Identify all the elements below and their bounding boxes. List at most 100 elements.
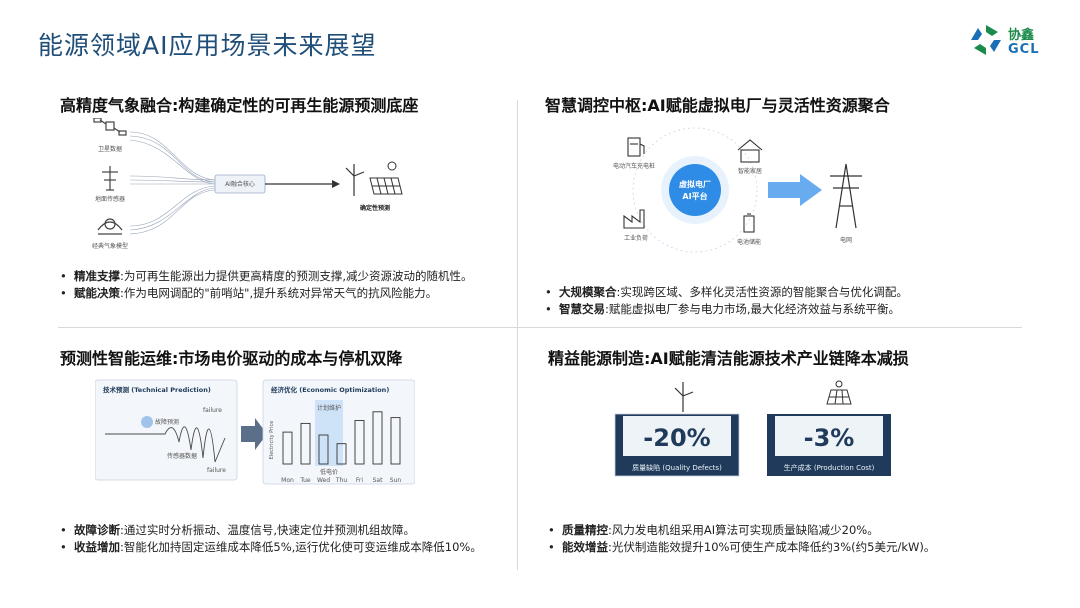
econ-panel-title: 经济优化 (Economic Optimization)	[271, 385, 389, 394]
bullet-term: 精准支撑	[74, 269, 120, 283]
vpp-hub	[669, 164, 721, 216]
price-bar	[336, 443, 347, 465]
price-bar	[300, 422, 311, 465]
econ-bars	[282, 411, 401, 465]
econ-y-label: Electricity Price	[269, 421, 275, 460]
bullet-text: :作为电网调配的"前哨站",提升系统对异常天气的抗风险能力。	[120, 286, 438, 300]
day-label: Sun	[390, 477, 402, 484]
logo-zh-text: 协鑫	[1008, 28, 1035, 43]
brain-icon	[141, 416, 153, 428]
q2-title: 智慧调控中枢:AI赋能虚拟电厂与灵活性资源聚合	[545, 96, 890, 115]
vertical-divider	[517, 100, 518, 570]
tech-panel-title: 技术预测 (Technical Prediction)	[103, 385, 211, 394]
q2-bullets: •大规模聚合:实现跨区域、多样化灵活性资源的智能聚合与优化调配。 •智慧交易:赋…	[545, 284, 1015, 318]
q1-source-satellite: 卫星数据	[98, 145, 122, 153]
ev-charger-icon	[627, 137, 645, 157]
bullet-text: :通过实时分析振动、温度信号,快速定位并预测机组故障。	[120, 523, 416, 537]
bullet-text: :为可再生能源出力提供更高精度的预测支撑,减少资源波动的随机性。	[120, 269, 473, 283]
quality-value: -20%	[643, 424, 710, 452]
q3-title: 预测性智能运维:市场电价驱动的成本与停机双降	[60, 349, 403, 368]
tech-label-sensor: 传感器数据	[167, 452, 197, 460]
bullet-text: :风力发电机组采用AI算法可实现质量缺陷减少20%。	[608, 523, 879, 537]
price-bar	[354, 420, 365, 465]
wind-turbine-icon	[345, 164, 365, 196]
q1-source-model: 经典气象模型	[92, 242, 128, 250]
arrow-right-icon	[241, 418, 267, 450]
q4-cards: -20% 质量缺陷 (Quality Defects) -3% 生产成本 (Pr…	[614, 380, 891, 477]
solar-panel-icon	[369, 161, 403, 195]
day-label: Thu	[335, 477, 347, 484]
maintenance-window	[315, 400, 343, 466]
q4-title: 精益能源制造:AI赋能清洁能源技术产业链降本减损	[548, 349, 909, 368]
factory-icon	[623, 209, 645, 229]
q2-diagram: 虚拟电厂 AI平台 电动汽车充电桩 智能家居 工业负荷 电池储能 电网	[613, 127, 862, 253]
bullet-term: 赋能决策	[74, 286, 120, 300]
weather-model-icon	[97, 218, 123, 235]
cost-caption: 生产成本 (Production Cost)	[784, 463, 875, 472]
smart-home-icon	[737, 139, 763, 163]
bullet-text: :赋能虚拟电厂参与电力市场,最大化经济效益与系统平衡。	[605, 302, 901, 316]
list-item: •收益增加:智能化加持固定运维成本降低5%,运行优化使可变运维成本降低10%。	[60, 540, 482, 554]
horizontal-divider	[58, 327, 1022, 328]
q1-diagram: 卫星数据 地面传感器 经典气象模型 AI融合核心 确定性预测	[92, 118, 403, 250]
page-title: 能源领域AI应用场景未来展望	[38, 31, 377, 60]
bullet-term: 能效增益	[562, 540, 608, 554]
bullet-term: 质量精控	[562, 523, 608, 537]
weather-tower-icon	[102, 166, 118, 191]
wind-turbine-icon	[674, 382, 694, 412]
list-item: •质量精控:风力发电机组采用AI算法可实现质量缺陷减少20%。	[548, 523, 879, 537]
day-label: Mon	[281, 477, 294, 484]
bullet-term: 收益增加	[74, 540, 120, 554]
logo-en-text: GCL	[1008, 42, 1040, 57]
quality-caption: 质量缺陷 (Quality Defects)	[632, 463, 722, 472]
list-item: •智慧交易:赋能虚拟电厂参与电力市场,最大化经济效益与系统平衡。	[545, 302, 901, 316]
q4-bullets: •质量精控:风力发电机组采用AI算法可实现质量缺陷减少20%。 •能效增益:光伏…	[548, 522, 1018, 556]
day-label: Tue	[299, 477, 311, 484]
day-label: Sat	[373, 477, 383, 484]
econ-days: Mon Tue Wed Thu Fri Sat Sun	[281, 477, 401, 484]
bullet-term: 大规模聚合	[559, 285, 617, 299]
tech-label-failure-top: failure	[203, 407, 222, 414]
price-bar	[372, 411, 383, 465]
node-home: 智能家居	[738, 167, 762, 175]
hub-line1: 虚拟电厂	[679, 179, 711, 189]
gcl-logo-icon	[971, 25, 1001, 55]
node-ev: 电动汽车充电桩	[613, 162, 655, 170]
price-bar	[318, 434, 329, 465]
list-item: •大规模聚合:实现跨区域、多样化灵活性资源的智能聚合与优化调配。	[545, 285, 908, 299]
price-bar	[282, 431, 293, 465]
bullet-text: :智能化加持固定运维成本降低5%,运行优化使可变运维成本降低10%。	[120, 540, 482, 554]
bullet-term: 故障诊断	[74, 523, 120, 537]
q1-bullets: •精准支撑:为可再生能源出力提供更高精度的预测支撑,减少资源波动的随机性。 •赋…	[60, 268, 510, 302]
list-item: •赋能决策:作为电网调配的"前哨站",提升系统对异常天气的抗风险能力。	[60, 286, 438, 300]
bullet-term: 智慧交易	[559, 302, 605, 316]
list-item: •精准支撑:为可再生能源出力提供更高精度的预测支撑,减少资源波动的随机性。	[60, 269, 473, 283]
node-industry: 工业负荷	[624, 234, 648, 242]
satellite-icon	[93, 118, 127, 136]
q3-bullets: •故障诊断:通过实时分析振动、温度信号,快速定位并预测机组故障。 •收益增加:智…	[60, 522, 510, 556]
technical-prediction-panel	[95, 379, 238, 481]
vibration-waveform	[105, 426, 226, 463]
q1-source-ground: 地面传感器	[95, 195, 125, 203]
tech-label-failure-bottom: failure	[207, 467, 226, 474]
arrow-right-icon	[768, 174, 822, 206]
list-item: •故障诊断:通过实时分析振动、温度信号,快速定位并预测机组故障。	[60, 523, 416, 537]
q3-diagram: 技术预测 (Technical Prediction) 故障预测 failure…	[95, 379, 415, 485]
gcl-logo: 协鑫 GCL	[968, 20, 1068, 62]
battery-icon	[743, 213, 755, 233]
hub-line2: AI平台	[682, 191, 707, 201]
q1-title: 高精度气象融合:构建确定性的可再生能源预测底座	[60, 96, 419, 115]
q1-core-label: AI融合核心	[225, 180, 255, 188]
node-grid: 电网	[840, 236, 852, 244]
bullet-text: :光伏制造能效提升10%可使生产成本降低约3%(约5美元/kW)。	[608, 540, 936, 554]
node-battery: 电池储能	[737, 238, 761, 246]
cost-value: -3%	[804, 424, 855, 452]
econ-low-label: 低电价	[320, 468, 338, 476]
bullet-text: :实现跨区域、多样化灵活性资源的智能聚合与优化调配。	[616, 285, 908, 299]
q1-output-label: 确定性预测	[360, 204, 390, 212]
price-bar	[390, 417, 401, 465]
day-label: Wed	[317, 477, 330, 484]
solar-panel-icon	[826, 380, 852, 405]
day-label: Fri	[356, 477, 363, 484]
tech-label-fault: 故障预测	[155, 418, 179, 426]
